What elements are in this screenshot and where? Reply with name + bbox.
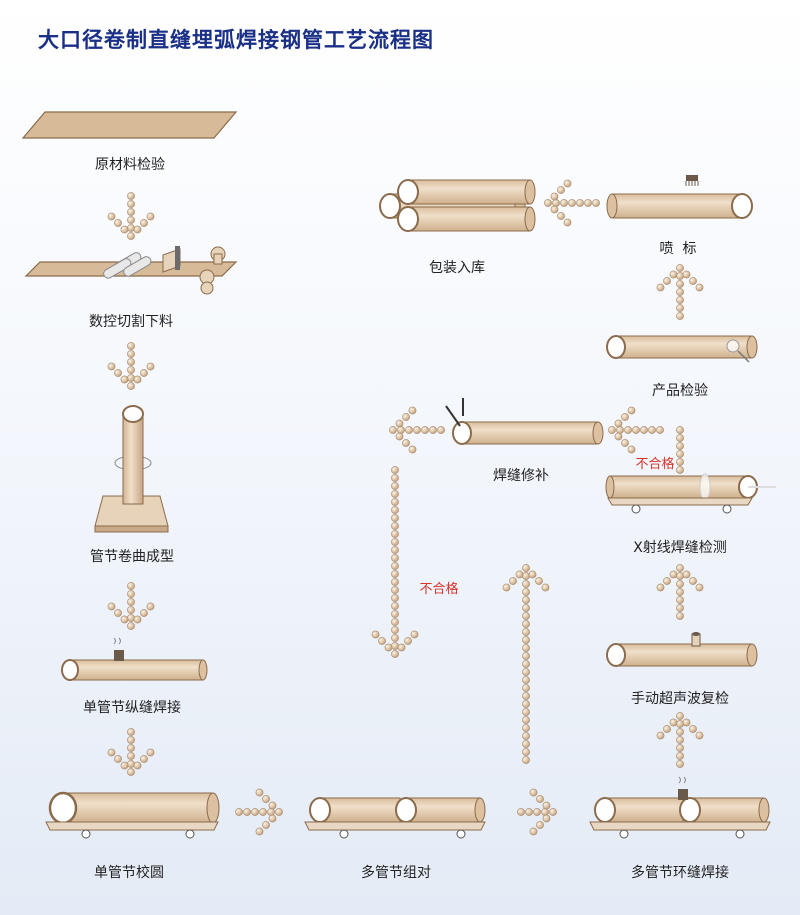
step-label-girth-weld: 多管节环缝焊接 — [631, 865, 729, 881]
girth-weld-illustration — [589, 776, 771, 839]
step-label-weld-repair: 焊缝修补 — [493, 468, 549, 484]
arrow-up-ultrasonic — [656, 712, 704, 768]
arrow-left-packaging — [544, 179, 600, 227]
step-label-packaging: 包装入库 — [429, 260, 485, 276]
step-label-raw-material: 原材料检验 — [95, 157, 165, 173]
marking-illustration — [606, 175, 753, 219]
arrow-left-repair — [608, 406, 664, 454]
cutting-machine-illustration — [24, 246, 238, 295]
weld-repair-illustration — [445, 398, 604, 445]
steel-plate-illustration — [21, 111, 238, 139]
packaged-pipes-illustration — [379, 179, 536, 232]
ultrasonic-check-illustration — [606, 632, 758, 667]
arrow-up-marking — [656, 264, 704, 320]
flow-arrows — [107, 179, 704, 836]
diagram-title: 大口径卷制直缝埋弧焊接钢管工艺流程图 — [38, 28, 434, 52]
arrow-left-repair-loop — [389, 406, 445, 454]
arrow-right-1 — [235, 788, 283, 836]
step-label-product-inspection: 产品检验 — [652, 383, 708, 399]
pipe-rolling-illustration — [94, 405, 169, 533]
reject-label-xray: 不合格 — [635, 457, 675, 472]
step-label-longitudinal-weld: 单管节纵缝焊接 — [83, 700, 181, 716]
arrow-right-2 — [517, 788, 557, 836]
step-label-rounding: 单管节校圆 — [94, 865, 164, 881]
reject-label-repair: 不合格 — [419, 582, 459, 597]
arrow-down-2 — [107, 342, 155, 390]
step-label-xray: X射线焊缝检测 — [633, 540, 727, 556]
arrow-up-assembly — [502, 564, 550, 764]
pipe-rounding-illustration — [45, 791, 220, 839]
step-label-marking: 喷 标 — [659, 241, 697, 257]
step-label-rolling: 管节卷曲成型 — [90, 549, 174, 565]
multi-pipe-assembly-illustration — [304, 797, 486, 839]
arrow-down-3 — [107, 582, 155, 630]
step-label-assembly: 多管节组对 — [361, 865, 431, 881]
product-inspection-illustration — [606, 335, 758, 363]
arrow-up-xray — [656, 564, 704, 620]
step-label-cnc-cutting: 数控切割下料 — [89, 314, 173, 330]
arrow-down-4 — [107, 728, 155, 776]
single-pipe-weld-illustration — [61, 637, 208, 681]
xray-check-illustration — [605, 473, 776, 514]
step-label-ultrasonic: 手动超声波复检 — [631, 691, 729, 707]
connector-xray-reject — [676, 426, 684, 474]
arrow-down-1 — [107, 192, 155, 240]
arrow-down-repair-loop — [371, 466, 419, 658]
